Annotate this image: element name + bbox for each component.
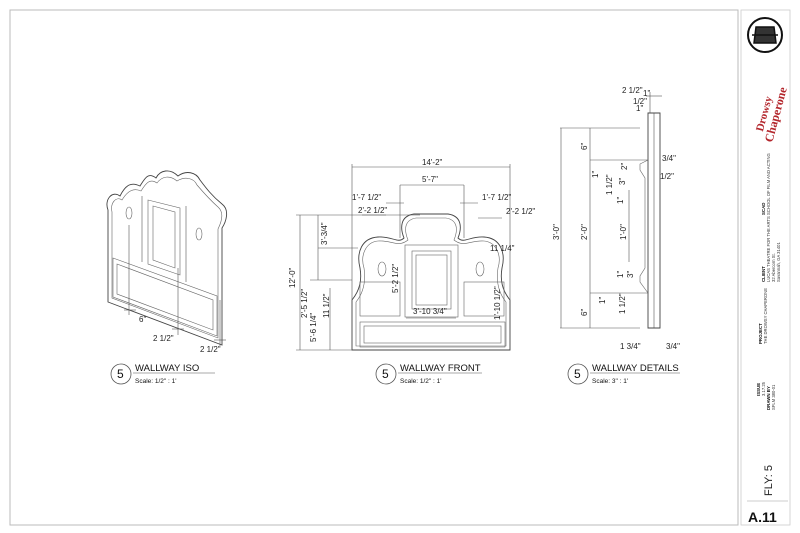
drawing-frame — [9, 9, 739, 526]
dim-label: 2 1/2" — [200, 345, 221, 354]
dim-label: 1" — [616, 271, 625, 278]
view-label-iso: 5 WALLWAY ISO Scale: 1/2" : 1' — [110, 363, 215, 385]
client-name: LUCAS THEATRE FOR THE ARTS — [766, 216, 771, 282]
dim-label: 2'-2 1/2" — [506, 207, 535, 216]
dim-label: 1" — [643, 89, 650, 98]
dim-label: 11 1/2" — [322, 293, 331, 318]
dim-label: 3'-3/4" — [320, 222, 329, 245]
dim-label: 5'-7" — [422, 175, 438, 184]
iso-bottom-rail — [112, 257, 218, 337]
dim-label: 14'-2" — [422, 158, 443, 167]
title-block-frame — [740, 9, 791, 526]
view-title: WALLWAY ISO — [135, 363, 199, 374]
dim-label: 6" — [580, 309, 589, 316]
dim-label: 3/4" — [662, 154, 676, 163]
drawn-by: SFLM 380-01 — [771, 384, 776, 410]
dim-label: 1 3/4" — [620, 342, 641, 351]
school-name: SCHOOL OF FILM AND ACTING — [766, 153, 771, 215]
view-title: WALLWAY FRONT — [400, 363, 481, 374]
dim-label: 3'-0" — [552, 224, 561, 240]
dim-label: 6" — [580, 143, 589, 150]
view-scale: Scale: 1/2" : 1' — [135, 378, 177, 385]
project-name: THE DROWSY CHAPERONE — [763, 288, 768, 344]
dim-label: 11 1/4" — [490, 244, 515, 253]
dim-label: 1 1/2" — [618, 293, 627, 314]
dim-label: 1/2" — [660, 172, 674, 181]
view-label-front: 5 WALLWAY FRONT Scale: 1/2" : 1' — [375, 363, 482, 385]
view-scale: Scale: 3" : 1' — [592, 378, 628, 385]
dim-label: 1 1/2" — [605, 174, 614, 195]
dim-label: 1" — [591, 171, 600, 178]
wallway-iso-view: 6" 2 1/2" 2 1/2" — [106, 170, 228, 354]
dim-label: 5'-2 1/2" — [391, 264, 400, 293]
dim-label: 2 1/2" — [622, 86, 643, 95]
front-bottom-rail — [359, 321, 506, 348]
dim-label: 6" — [139, 315, 146, 324]
dim-label: 2 1/2" — [153, 334, 174, 343]
dim-label: 2'-2 1/2" — [358, 206, 387, 215]
fly-number: FLY: 5 — [763, 465, 775, 496]
front-center-frame — [404, 244, 459, 318]
client-label: CLIENT — [761, 266, 766, 282]
sheet-number: A.11 — [748, 509, 777, 525]
title-block: Drowsy Chaperone SCAD SCHOOL OF FILM AND… — [747, 17, 790, 525]
dim-label: 2'-5 1/2" — [300, 289, 309, 318]
dim-label: 2" — [620, 163, 629, 170]
dim-label: 1" — [616, 197, 625, 204]
client-address-line2: Savannah, GA 31401 — [776, 242, 781, 282]
view-scale: Scale: 1/2" : 1' — [400, 378, 442, 385]
issue-date: 3.17.25 — [761, 381, 766, 396]
client-address-line1: 32 Abercorn St. — [771, 253, 776, 282]
dim-label: 1'-0" — [619, 224, 628, 240]
dim-label: 1/2" — [633, 97, 647, 106]
front-center-panel — [411, 250, 452, 310]
dim-label: 2'-0" — [580, 224, 589, 240]
dim-label: 1" — [598, 297, 607, 304]
wallway-front-view: 14'-2" 5'-7" 1'-7 1/2" 1'-7 1/2" 2'-2 1/… — [288, 158, 535, 351]
dim-label: 3'-10 3/4" — [413, 307, 447, 316]
school-label: SCAD — [761, 203, 766, 215]
dim-label: 1" — [636, 104, 643, 113]
dim-label: 3/4" — [666, 342, 680, 351]
iso-center-panel — [147, 199, 181, 276]
dim-label: 12'-0" — [288, 267, 297, 288]
view-number: 5 — [382, 367, 389, 381]
issue-label: ISSUE — [756, 383, 761, 396]
dim-label: 3" — [626, 271, 635, 278]
dim-label: 1'-7 1/2" — [482, 193, 511, 202]
view-number: 5 — [117, 367, 124, 381]
view-title: WALLWAY DETAILS — [592, 363, 679, 374]
dim-label: 1'-10 1/2" — [493, 286, 502, 320]
dim-label: 5'-6 1/4" — [309, 313, 318, 342]
project-label: PROJECT — [758, 323, 763, 344]
dim-label: 3" — [618, 178, 627, 185]
view-number: 5 — [574, 367, 581, 381]
view-label-details: 5 WALLWAY DETAILS Scale: 3" : 1' — [567, 363, 680, 385]
drawn-by-label: DRAWN BY — [766, 386, 771, 410]
dim-label: 1'-7 1/2" — [352, 193, 381, 202]
wallway-details-view: 2 1/2" 1" 1/2" 1" 3/4" 1/2" 2" 1" 1 1/2"… — [552, 86, 680, 351]
show-logo: Drowsy Chaperone — [747, 17, 790, 144]
